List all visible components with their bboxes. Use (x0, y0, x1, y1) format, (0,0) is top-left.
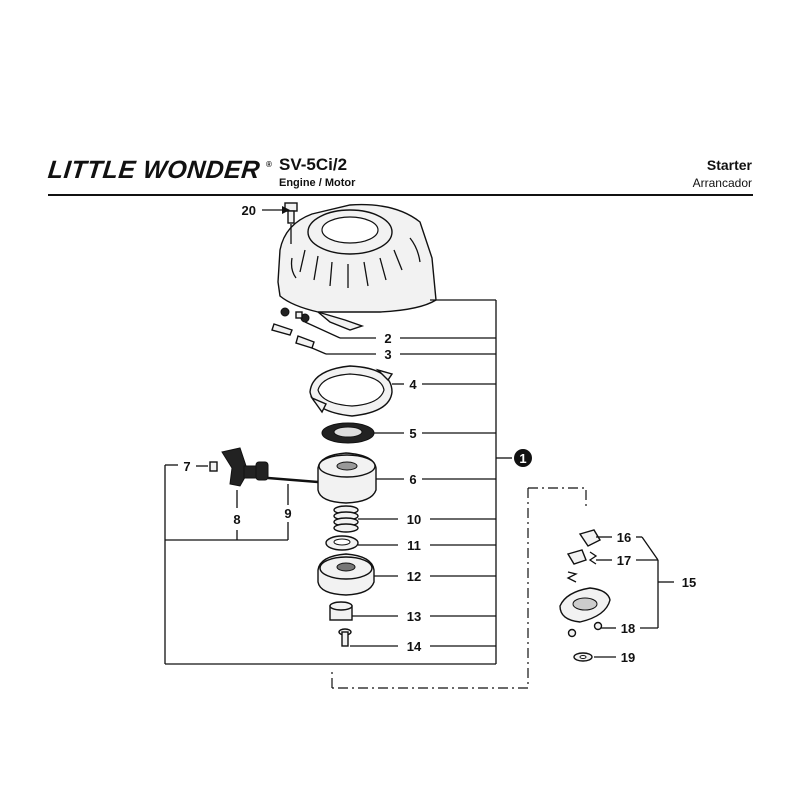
part-16-pawl (578, 529, 601, 547)
section-subtitle: Arrancador (692, 176, 752, 190)
part-15-pawl-housing (559, 587, 611, 623)
callout-4: 4 (409, 377, 417, 392)
model-subtitle: Engine / Motor (279, 177, 356, 189)
callout-19: 19 (621, 650, 635, 665)
part-8-starter-handle (221, 447, 269, 487)
leader-lines (164, 206, 674, 689)
callout-8: 8 (233, 512, 240, 527)
callout-6: 6 (409, 472, 416, 487)
part-2-screws (280, 307, 310, 323)
callout-12: 12 (407, 569, 421, 584)
callout-10: 10 (407, 512, 421, 527)
part-4-pulley-cover (309, 365, 394, 417)
part-11-washer (325, 535, 359, 551)
callout-16: 16 (617, 530, 631, 545)
callout-9: 9 (284, 506, 291, 521)
part-12-ratchet (317, 553, 375, 596)
part-17-pawl-spring (566, 549, 598, 583)
part-19-washer (573, 652, 593, 662)
part-3-clips (271, 323, 315, 349)
callout-18: 18 (621, 621, 635, 636)
callout-20: 20 (242, 203, 256, 218)
part-20-bolt (284, 202, 298, 224)
part-10-spring (333, 505, 359, 533)
callout-17: 17 (617, 553, 631, 568)
callout-2: 2 (384, 331, 391, 346)
callout-3: 3 (384, 347, 391, 362)
part-7-rope-clip (209, 461, 218, 472)
callout-1: 1 (519, 451, 526, 466)
callout-14: 14 (407, 639, 422, 654)
model-number: SV-5Ci/2 (279, 155, 348, 174)
part-18-clips (567, 621, 603, 638)
callout-11: 11 (407, 538, 421, 553)
part-13-hub (329, 601, 353, 621)
section-title: Starter (706, 157, 752, 173)
part-5-recoil-spring (321, 422, 375, 444)
part-14-screw (338, 628, 352, 647)
callout-13: 13 (407, 609, 421, 624)
callout-5: 5 (409, 426, 416, 441)
assembly-callout-badge (514, 449, 532, 467)
part-6-rope-reel (267, 452, 377, 504)
callout-7: 7 (183, 459, 190, 474)
part-starter-housing (277, 203, 437, 331)
callout-15: 15 (682, 575, 696, 590)
registered-mark: ® (266, 160, 272, 169)
header-divider (48, 194, 753, 196)
